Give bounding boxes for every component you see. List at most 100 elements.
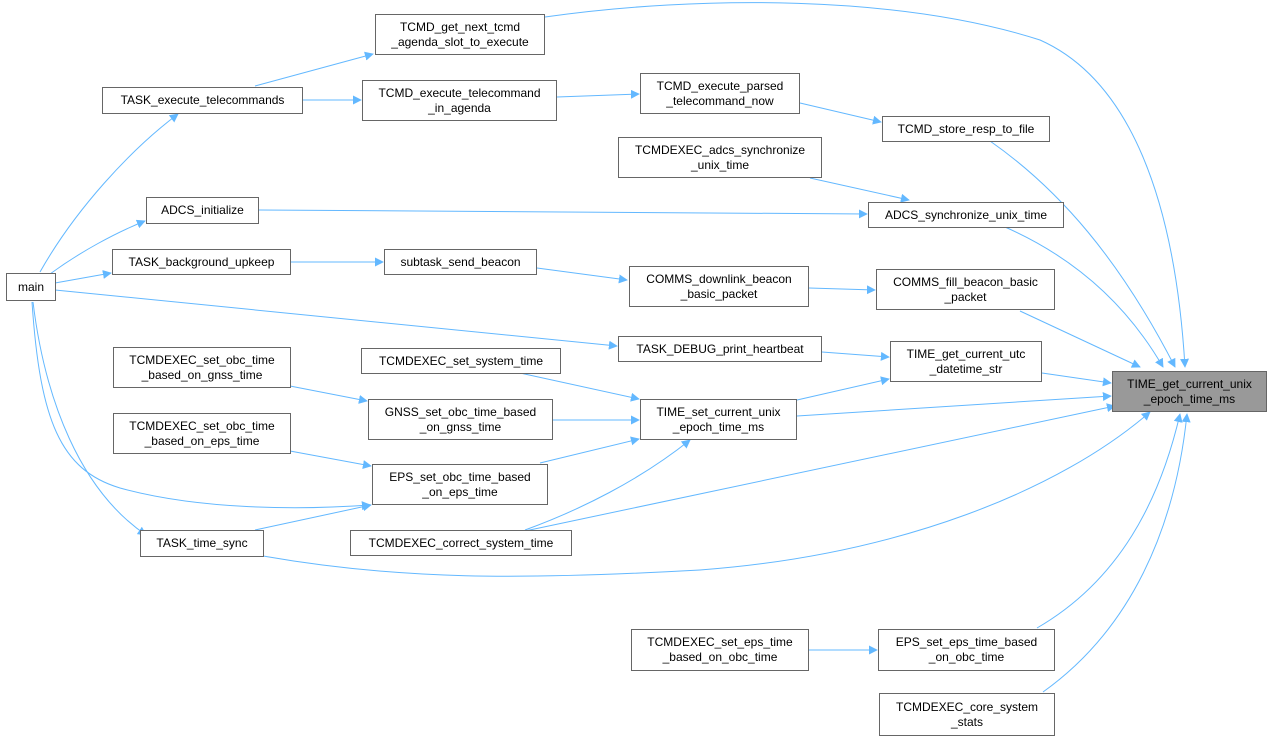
edge-time-set-time-get-utc bbox=[796, 376, 890, 401]
node-label-line: TASK_background_upkeep bbox=[128, 254, 275, 269]
node-label-line: ADCS_synchronize_unix_time bbox=[884, 207, 1048, 222]
edge-adcs-init-adcs-sync bbox=[258, 209, 868, 219]
node-tcmd-get-next-tcmd-agenda-slot[interactable]: TCMD_get_next_tcmd_agenda_slot_to_execut… bbox=[375, 14, 545, 55]
node-label-line: _unix_time bbox=[690, 157, 750, 172]
edge-time-set-root bbox=[796, 392, 1112, 417]
node-label-line: TIME_get_current_utc bbox=[906, 346, 1026, 361]
node-label-line: _epoch_time_ms bbox=[1143, 391, 1236, 406]
node-label-line: _datetime_str bbox=[929, 361, 1003, 376]
node-tcmdexec-set-obc-time-based-on-gnss-time[interactable]: TCMDEXEC_set_obc_time_based_on_gnss_time bbox=[113, 347, 291, 388]
node-task-debug-print-heartbeat[interactable]: TASK_DEBUG_print_heartbeat bbox=[618, 336, 822, 362]
edge-subtask-comms-downlink bbox=[536, 267, 628, 284]
node-label-line: _stats bbox=[950, 714, 983, 729]
edge-comms-fill-root bbox=[1019, 310, 1141, 368]
node-label-line: _telecommand_now bbox=[666, 93, 774, 108]
node-label-line: _on_eps_time bbox=[422, 484, 498, 499]
node-label-line: ADCS_initialize bbox=[161, 203, 244, 217]
node-tcmdexec-adcs-synchronize-unix-time[interactable]: TCMDEXEC_adcs_synchronize_unix_time bbox=[618, 137, 822, 178]
node-label-line: TASK_execute_telecommands bbox=[120, 93, 285, 107]
node-label-line: COMMS_fill_beacon_basic bbox=[893, 274, 1038, 289]
edge-task-exec-tcmd-next bbox=[254, 51, 374, 87]
node-label-line: _based_on_gnss_time bbox=[141, 367, 263, 382]
node-label-line: _on_gnss_time bbox=[419, 419, 502, 434]
node-label-line: TCMD_get_next_tcmd bbox=[399, 19, 521, 34]
node-label-line: subtask_send_beacon bbox=[400, 254, 521, 269]
edge-time-get-utc-root bbox=[1041, 372, 1112, 387]
node-tcmdexec-core-system-stats[interactable]: TCMDEXEC_core_system_stats bbox=[879, 693, 1055, 736]
edge-store-resp-root bbox=[989, 140, 1176, 368]
edge-main-adcs-initialize bbox=[49, 219, 146, 275]
node-label-line: TIME_get_current_unix bbox=[1127, 376, 1252, 391]
edge-tcmdexec-core-root bbox=[1042, 413, 1191, 693]
node-label-line: _epoch_time_ms bbox=[672, 419, 765, 434]
node-label-line: _based_on_eps_time bbox=[144, 433, 260, 448]
edge-main-task-time-sync bbox=[32, 301, 147, 536]
node-label-line: _basic_packet bbox=[680, 286, 758, 301]
node-label-line: TCMD_store_resp_to_file bbox=[897, 121, 1035, 136]
node-label-line: TCMDEXEC_set_system_time bbox=[378, 353, 544, 368]
node-label-line: _on_obc_time bbox=[928, 650, 1005, 664]
node-label-line: GNSS_set_obc_time_based bbox=[384, 404, 537, 419]
edge-eps-set-eps-root bbox=[1036, 413, 1183, 629]
edge-tcmd-exec-agenda-parsed bbox=[556, 89, 640, 99]
node-label-line: TCMDEXEC_set_eps_time bbox=[647, 635, 793, 649]
edge-tcmdexec-adcs-sync bbox=[809, 177, 910, 203]
node-label-line: TCMDEXEC_core_system bbox=[895, 699, 1039, 714]
node-main[interactable]: main bbox=[6, 273, 56, 301]
node-label-line: TCMDEXEC_set_obc_time bbox=[129, 352, 275, 367]
edge-tcmd-parsed-store-resp bbox=[799, 102, 882, 125]
node-adcs-synchronize-unix-time[interactable]: ADCS_synchronize_unix_time bbox=[868, 202, 1064, 228]
node-tcmd-store-resp-to-file[interactable]: TCMD_store_resp_to_file bbox=[882, 116, 1050, 142]
node-label-line: _in_agenda bbox=[428, 100, 491, 115]
node-label-line: TASK_time_sync bbox=[156, 536, 248, 550]
node-label-line: TCMDEXEC_correct_system_time bbox=[368, 535, 554, 550]
node-label-line: EPS_set_obc_time_based bbox=[389, 469, 531, 484]
node-label-line: TCMDEXEC_set_obc_time bbox=[129, 418, 275, 433]
edge-adcs-sync-root bbox=[1004, 226, 1164, 368]
edge-tcmdexec-gnss-gnss-set bbox=[289, 385, 368, 404]
node-time-set-current-unix-epoch-time-ms[interactable]: TIME_set_current_unix_epoch_time_ms bbox=[640, 399, 797, 440]
edge-tcmdexec-set-sys-time-set bbox=[519, 372, 640, 402]
node-gnss-set-obc-time-based-on-gnss-time[interactable]: GNSS_set_obc_time_based_on_gnss_time bbox=[368, 399, 553, 440]
node-eps-set-obc-time-based-on-eps-time[interactable]: EPS_set_obc_time_based_on_eps_time bbox=[372, 464, 548, 505]
node-label-line: TIME_set_current_unix bbox=[656, 404, 781, 419]
edge-tcmdexec-correct-root bbox=[524, 403, 1116, 532]
node-label-line: _agenda_slot_to_execute bbox=[391, 34, 529, 49]
node-task-background-upkeep[interactable]: TASK_background_upkeep bbox=[112, 249, 291, 275]
edge-tcmd-next-root bbox=[544, 2, 1190, 368]
node-time-get-current-utc-datetime-str[interactable]: TIME_get_current_utc_datetime_str bbox=[890, 341, 1042, 382]
node-label-line: TCMD_execute_parsed bbox=[656, 78, 784, 93]
node-time-get-current-unix-epoch-time-ms: TIME_get_current_unix_epoch_time_ms bbox=[1112, 371, 1267, 412]
node-label-line: TCMDEXEC_adcs_synchronize bbox=[634, 142, 806, 157]
edge-main-eps-set-obc-time bbox=[31, 301, 371, 511]
edge-tcmdexec-correct-time-set bbox=[524, 439, 691, 531]
node-task-time-sync[interactable]: TASK_time_sync bbox=[140, 530, 264, 557]
node-tcmdexec-set-obc-time-based-on-eps-time[interactable]: TCMDEXEC_set_obc_time_based_on_eps_time bbox=[113, 413, 291, 454]
edge-eps-set-obc-time-set bbox=[539, 436, 640, 464]
edge-main-task-background-upkeep bbox=[54, 269, 112, 284]
node-label-line: TCMD_execute_telecommand bbox=[378, 85, 541, 100]
node-label-line: TASK_DEBUG_print_heartbeat bbox=[636, 341, 804, 356]
node-eps-set-eps-time-based-on-obc-time[interactable]: EPS_set_eps_time_based_on_obc_time bbox=[878, 629, 1055, 671]
node-comms-downlink-beacon-basic-packet[interactable]: COMMS_downlink_beacon_basic_packet bbox=[629, 266, 809, 307]
node-tcmdexec-correct-system-time[interactable]: TCMDEXEC_correct_system_time bbox=[350, 530, 572, 556]
node-task-execute-telecommands[interactable]: TASK_execute_telecommands bbox=[102, 87, 303, 114]
node-label-line: EPS_set_eps_time_based bbox=[895, 635, 1038, 649]
edge-task-time-sync-eps-set-obc bbox=[254, 502, 372, 531]
edge-task-time-sync-root bbox=[262, 411, 1151, 577]
edge-main-task-debug bbox=[54, 289, 618, 350]
edge-tcmdexec-eps-eps-set-obc bbox=[289, 450, 372, 469]
node-label-line: main bbox=[17, 279, 44, 294]
node-label-line: _packet bbox=[944, 289, 987, 304]
node-comms-fill-beacon-basic-packet[interactable]: COMMS_fill_beacon_basic_packet bbox=[876, 269, 1055, 310]
edge-comms-downlink-fill bbox=[808, 285, 876, 295]
node-tcmdexec-set-system-time[interactable]: TCMDEXEC_set_system_time bbox=[361, 348, 561, 374]
node-tcmd-execute-telecommand-in-agenda[interactable]: TCMD_execute_telecommand_in_agenda bbox=[362, 80, 557, 121]
node-adcs-initialize[interactable]: ADCS_initialize bbox=[146, 197, 259, 224]
node-tcmdexec-set-eps-time-based-on-obc-time[interactable]: TCMDEXEC_set_eps_time_based_on_obc_time bbox=[631, 629, 809, 671]
node-tcmd-execute-parsed-telecommand-now[interactable]: TCMD_execute_parsed_telecommand_now bbox=[640, 73, 800, 114]
node-subtask-send-beacon[interactable]: subtask_send_beacon bbox=[384, 249, 537, 275]
edge-task-debug-time-get-utc bbox=[821, 351, 890, 361]
edge-main-task-execute-telecommands bbox=[39, 113, 179, 273]
